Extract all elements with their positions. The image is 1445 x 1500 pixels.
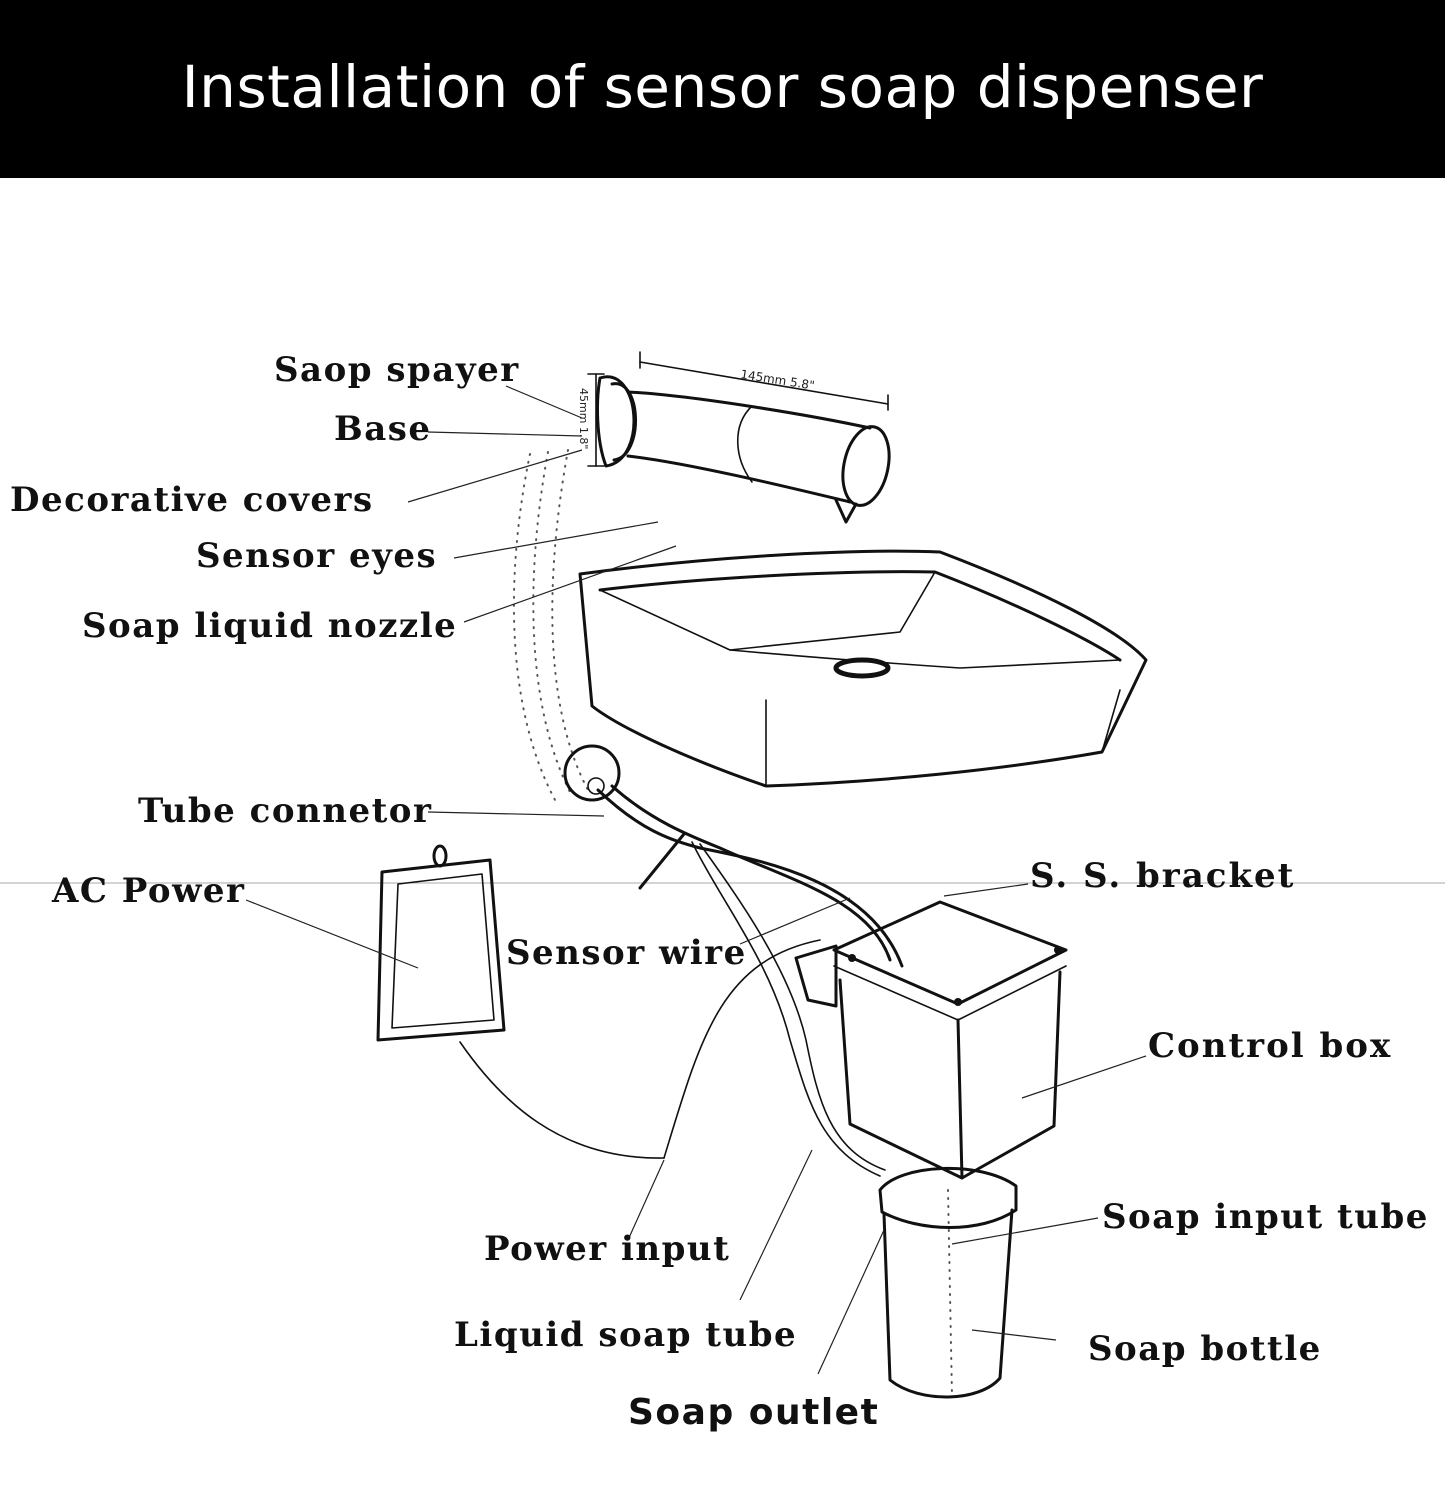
basin-rim — [598, 570, 1122, 662]
label-power-input: Power input — [484, 1229, 730, 1269]
label-sensor-wire: Sensor wire — [506, 933, 747, 973]
ac-power-adapter — [376, 844, 821, 1159]
basin-inner-bottom — [599, 589, 1121, 669]
ac-power-box — [376, 858, 506, 1042]
ss-bracket — [794, 944, 838, 1008]
ac-power-hanger — [432, 844, 448, 868]
power-cable — [459, 1041, 665, 1159]
height-dimension-label: 45mm 1.8" — [577, 388, 590, 449]
basin-outer — [578, 549, 1148, 788]
tube-connector — [563, 744, 621, 802]
hidden-tube-path — [551, 449, 589, 791]
label-saop-spayer: Saop spayer — [274, 350, 520, 390]
sprayer-body-top — [626, 390, 872, 430]
label-base: Base — [334, 409, 432, 449]
sprayer-end-cap — [841, 425, 891, 507]
soap-bottle — [878, 1166, 1018, 1399]
power-input-cable — [663, 939, 821, 1159]
label-control-box: Control box — [1148, 1026, 1392, 1066]
label-soap-bottle: Soap bottle — [1088, 1329, 1322, 1369]
sensor-wire-clip — [638, 832, 686, 890]
sprayer-decorative-cover — [610, 382, 637, 462]
liquid-soap-tube — [596, 788, 904, 968]
basin-inner-back — [729, 571, 936, 651]
leader-lines — [245, 385, 1147, 1375]
label-ss-bracket: S. S. bracket — [1030, 856, 1295, 896]
width-dimension-line — [639, 361, 889, 405]
width-dimension-label: 145mm 5.8" — [740, 367, 816, 393]
soap-outlet-tube — [691, 841, 881, 1177]
label-sensor-eyes: Sensor eyes — [196, 536, 437, 576]
soap-bottle-body — [882, 1208, 1014, 1399]
label-decorative-covers: Decorative covers — [10, 480, 374, 520]
sprayer-nozzle — [834, 498, 858, 524]
soap-input-tube-inside — [947, 1189, 953, 1397]
sprayer-body-bottom — [626, 454, 852, 504]
soap-bottle-cap — [878, 1166, 1018, 1229]
diagram-title: Installation of sensor soap dispenser — [181, 53, 1264, 121]
sprayer-seam — [736, 405, 753, 483]
label-soap-input-tube: Soap input tube — [1102, 1197, 1429, 1237]
label-soap-outlet: Soap outlet — [628, 1392, 879, 1433]
soap-sprayer: 145mm 5.8" 45mm 1.8" — [577, 351, 891, 524]
control-box-lid — [832, 900, 1068, 1006]
basin-drain — [833, 657, 891, 679]
header-bar: Installation of sensor soap dispenser — [0, 0, 1445, 178]
label-tube-connetor: Tube connetor — [138, 791, 432, 831]
label-soap-liquid-nozzle: Soap liquid nozzle — [82, 606, 457, 646]
control-box-assembly — [794, 900, 1068, 1180]
wash-basin — [578, 549, 1148, 788]
label-ac-power: AC Power — [51, 871, 245, 911]
control-box-body — [838, 970, 1062, 1180]
label-liquid-soap-tube: Liquid soap tube — [454, 1315, 797, 1355]
